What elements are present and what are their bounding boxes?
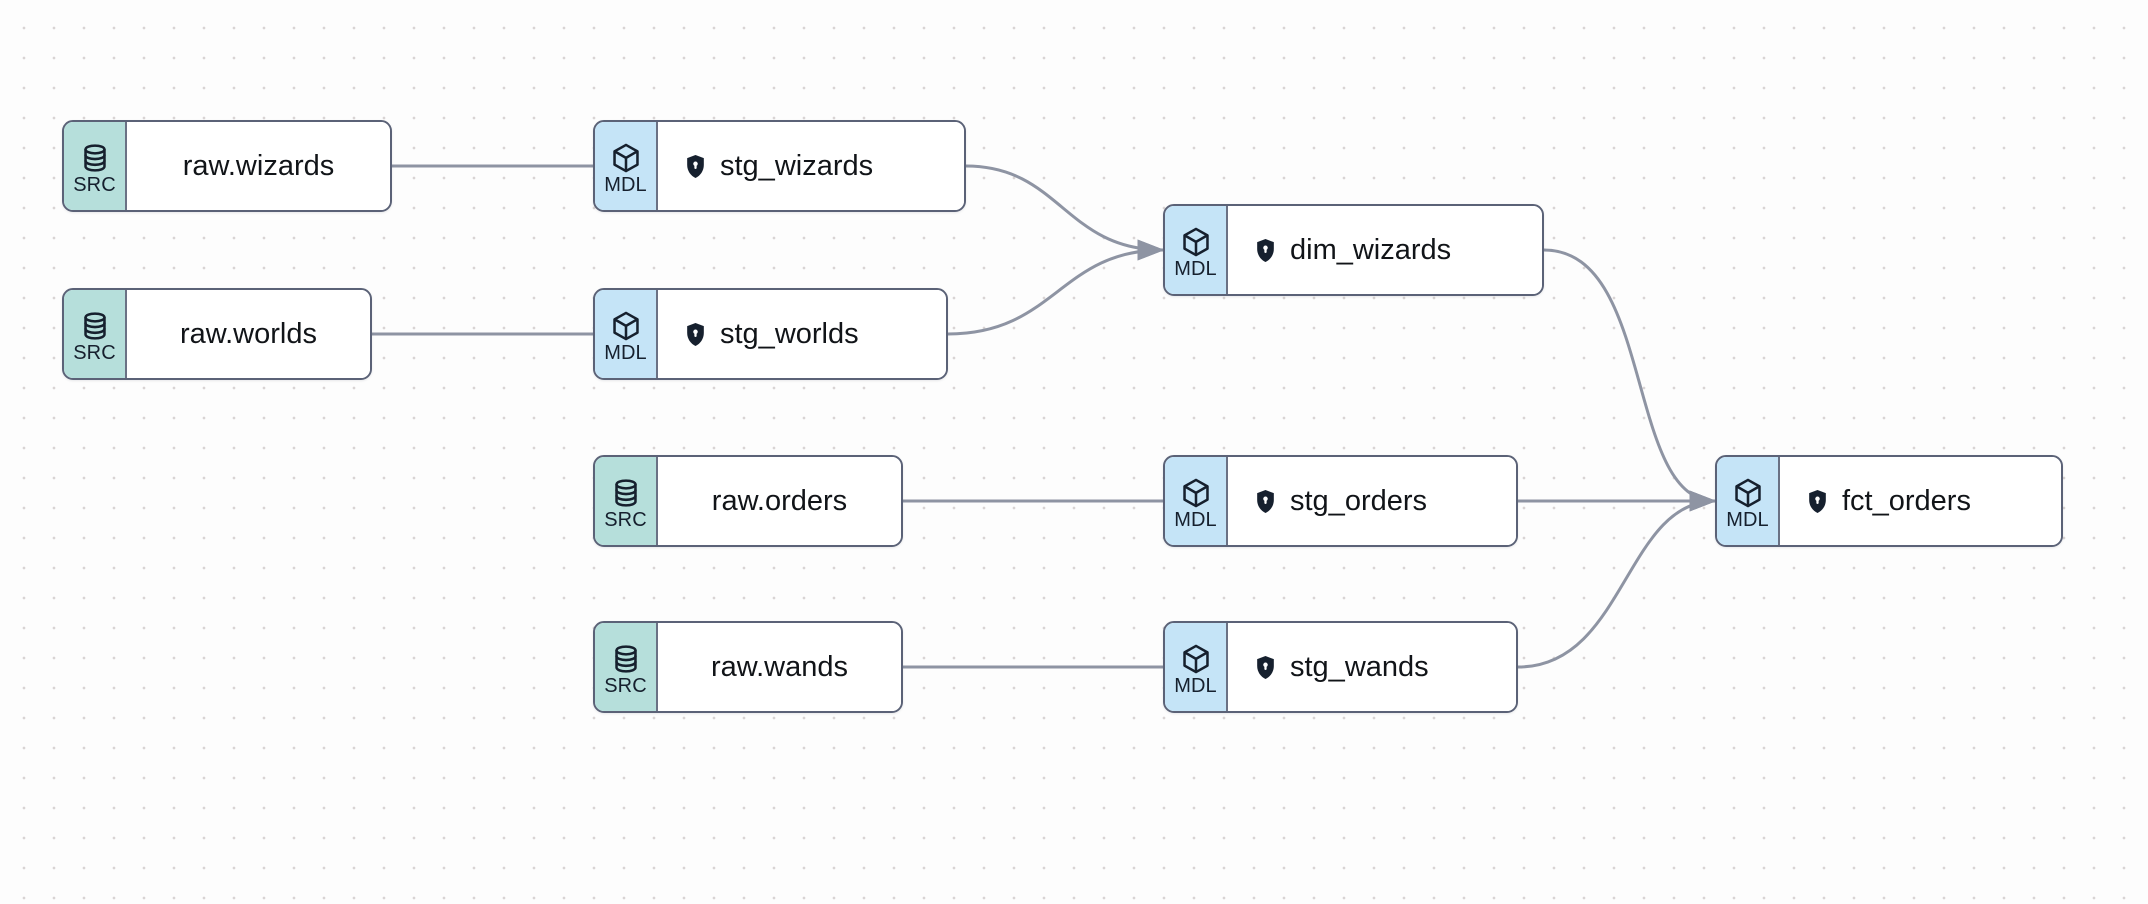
node-body: stg_wizards [658,122,964,210]
node-type-label: SRC [73,341,116,364]
node-type-badge-src: SRC [595,457,658,545]
database-icon [79,142,111,174]
shield-lock-icon [687,154,704,178]
node-body: stg_worlds [658,290,946,378]
database-icon [83,143,106,172]
lineage-node-stg_wizards[interactable]: MDL stg_wizards [593,120,966,212]
lineage-node-raw_wizards[interactable]: SRC raw.wizards [62,120,392,212]
node-label: stg_wands [1290,650,1429,683]
shield-lock-icon [1257,489,1274,513]
node-type-badge-mdl: MDL [1717,457,1780,545]
shield-lock-icon [1252,488,1279,515]
node-label: fct_orders [1842,484,1971,517]
node-type-label: MDL [1174,508,1217,531]
cube-icon [1182,478,1209,507]
lineage-node-stg_worlds[interactable]: MDL stg_worlds [593,288,948,380]
shield-lock-icon [682,321,709,348]
node-body: stg_orders [1228,457,1516,545]
database-icon [79,310,111,342]
shield-lock-icon [1809,489,1826,513]
shield-lock-icon [1804,488,1831,515]
shield-lock-icon [1252,237,1279,264]
node-body: stg_wands [1228,623,1516,711]
node-type-badge-src: SRC [64,122,127,210]
cube-icon [1180,643,1212,675]
node-type-label: SRC [604,508,647,531]
node-type-label: MDL [1174,674,1217,697]
database-icon [83,311,106,340]
database-icon [610,643,642,675]
node-label: stg_worlds [720,317,859,350]
node-label: stg_orders [1290,484,1428,517]
node-type-label: SRC [73,173,116,196]
node-type-badge-src: SRC [595,623,658,711]
database-icon [610,477,642,509]
node-type-badge-src: SRC [64,290,127,378]
node-body: raw.worlds [127,290,370,378]
cube-icon [610,310,642,342]
node-body: raw.orders [658,457,901,545]
node-body: raw.wizards [127,122,390,210]
node-type-badge-mdl: MDL [1165,206,1228,294]
cube-icon [610,142,642,174]
database-icon [614,478,637,507]
node-label: dim_wizards [1290,233,1452,266]
lineage-node-raw_wands[interactable]: SRC raw.wands [593,621,903,713]
node-body: raw.wands [658,623,901,711]
node-type-label: MDL [1174,257,1217,280]
database-icon [614,644,637,673]
node-body: fct_orders [1780,457,2061,545]
node-type-label: MDL [604,341,647,364]
cube-icon [1180,477,1212,509]
node-body: dim_wizards [1228,206,1542,294]
node-type-badge-mdl: MDL [1165,457,1228,545]
shield-lock-icon [682,153,709,180]
node-label: stg_wizards [720,149,874,182]
shield-lock-icon [1257,238,1274,262]
node-label: raw.worlds [180,317,317,350]
cube-icon [1732,477,1764,509]
node-type-badge-mdl: MDL [595,290,658,378]
cube-icon [1182,227,1209,256]
lineage-node-dim_wizards[interactable]: MDL dim_wizards [1163,204,1544,296]
node-label: raw.wizards [182,149,335,182]
node-label: raw.orders [711,484,848,517]
cube-icon [612,143,639,172]
node-type-badge-mdl: MDL [1165,623,1228,711]
lineage-node-stg_orders[interactable]: MDL stg_orders [1163,455,1518,547]
cube-icon [1734,478,1761,507]
lineage-node-raw_worlds[interactable]: SRC raw.worlds [62,288,372,380]
node-label: raw.wands [710,650,848,683]
node-type-label: MDL [1726,508,1769,531]
node-type-label: SRC [604,674,647,697]
lineage-node-stg_wands[interactable]: MDL stg_wands [1163,621,1518,713]
cube-icon [1182,644,1209,673]
cube-icon [612,311,639,340]
shield-lock-icon [687,322,704,346]
shield-lock-icon [1252,654,1279,681]
lineage-node-fct_orders[interactable]: MDL fct_orders [1715,455,2063,547]
lineage-node-raw_orders[interactable]: SRC raw.orders [593,455,903,547]
node-type-badge-mdl: MDL [595,122,658,210]
shield-lock-icon [1257,655,1274,679]
node-type-label: MDL [604,173,647,196]
cube-icon [1180,226,1212,258]
